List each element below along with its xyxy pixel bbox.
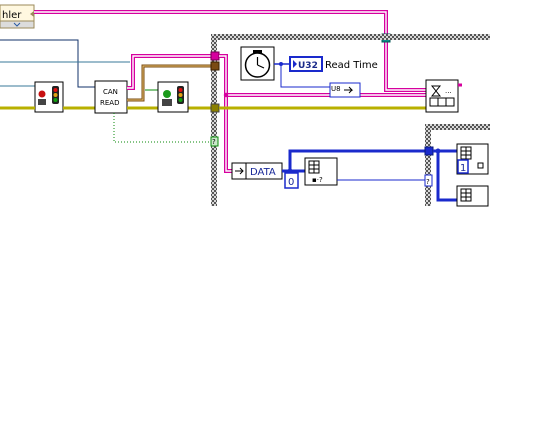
timer-node-right[interactable]: ... xyxy=(425,79,459,113)
cluster-tunnel-2 xyxy=(210,103,220,113)
u8-convert-node[interactable]: U8 xyxy=(329,82,361,98)
svg-text:...: ... xyxy=(445,87,452,95)
error-tunnel xyxy=(210,51,220,61)
array-tunnel xyxy=(424,146,434,156)
boolean-tunnel-label: ? xyxy=(212,138,216,146)
error-wire-top xyxy=(34,10,388,85)
loop-structure xyxy=(211,34,490,206)
error-cluster-control[interactable]: hler xyxy=(0,4,35,29)
stoplight-icon xyxy=(163,90,171,98)
error-wire-can-read xyxy=(127,54,216,90)
error-wire-top-right xyxy=(384,85,426,92)
index-array-node-right-2[interactable] xyxy=(456,185,489,207)
wait-timer-node[interactable] xyxy=(240,46,275,81)
data-read-node[interactable]: DATA xyxy=(231,162,283,180)
terminal-arrow-icon xyxy=(30,11,34,17)
cluster-tunnel xyxy=(210,61,220,71)
chevron-down-icon xyxy=(13,22,21,27)
u32-type-label: U32 xyxy=(298,61,318,71)
can-read-label-2: READ xyxy=(100,99,119,107)
index-zero-constant[interactable]: 0 xyxy=(284,172,299,189)
index-one-label: 1 xyxy=(460,163,466,174)
array-wire-inner-2 xyxy=(436,151,457,202)
data-label: DATA xyxy=(250,167,276,178)
can-read-node[interactable]: CAN READ xyxy=(94,80,128,114)
index-zero-label: 0 xyxy=(288,177,294,188)
numeric-tunnel xyxy=(424,174,433,187)
can-read-label-1: CAN xyxy=(103,88,118,96)
error-handler-icon xyxy=(38,90,46,98)
inner-loop-structure xyxy=(425,124,490,206)
error-handler-node[interactable] xyxy=(34,81,64,113)
numeric-wire-2 xyxy=(280,64,330,88)
refnum-wire xyxy=(0,39,95,88)
error-wire-inner xyxy=(219,54,426,173)
timer-icon xyxy=(430,85,442,97)
index-array-node-right-1[interactable]: 1 xyxy=(456,143,489,175)
read-time-label: Read Time xyxy=(325,60,378,71)
boolean-wire-dotted xyxy=(113,113,213,143)
svg-text:▪·?: ▪·? xyxy=(312,176,323,184)
numeric-tunnel-label: ? xyxy=(426,178,430,186)
read-time-indicator[interactable]: U32 xyxy=(289,56,323,72)
error-cluster-label: hler xyxy=(2,10,22,21)
u8-type-label: U8 xyxy=(331,85,341,93)
boolean-tunnel xyxy=(210,136,219,147)
array-wire xyxy=(282,149,425,173)
index-array-node[interactable]: ▪·? xyxy=(304,157,338,186)
stoplight-node[interactable] xyxy=(157,81,189,113)
